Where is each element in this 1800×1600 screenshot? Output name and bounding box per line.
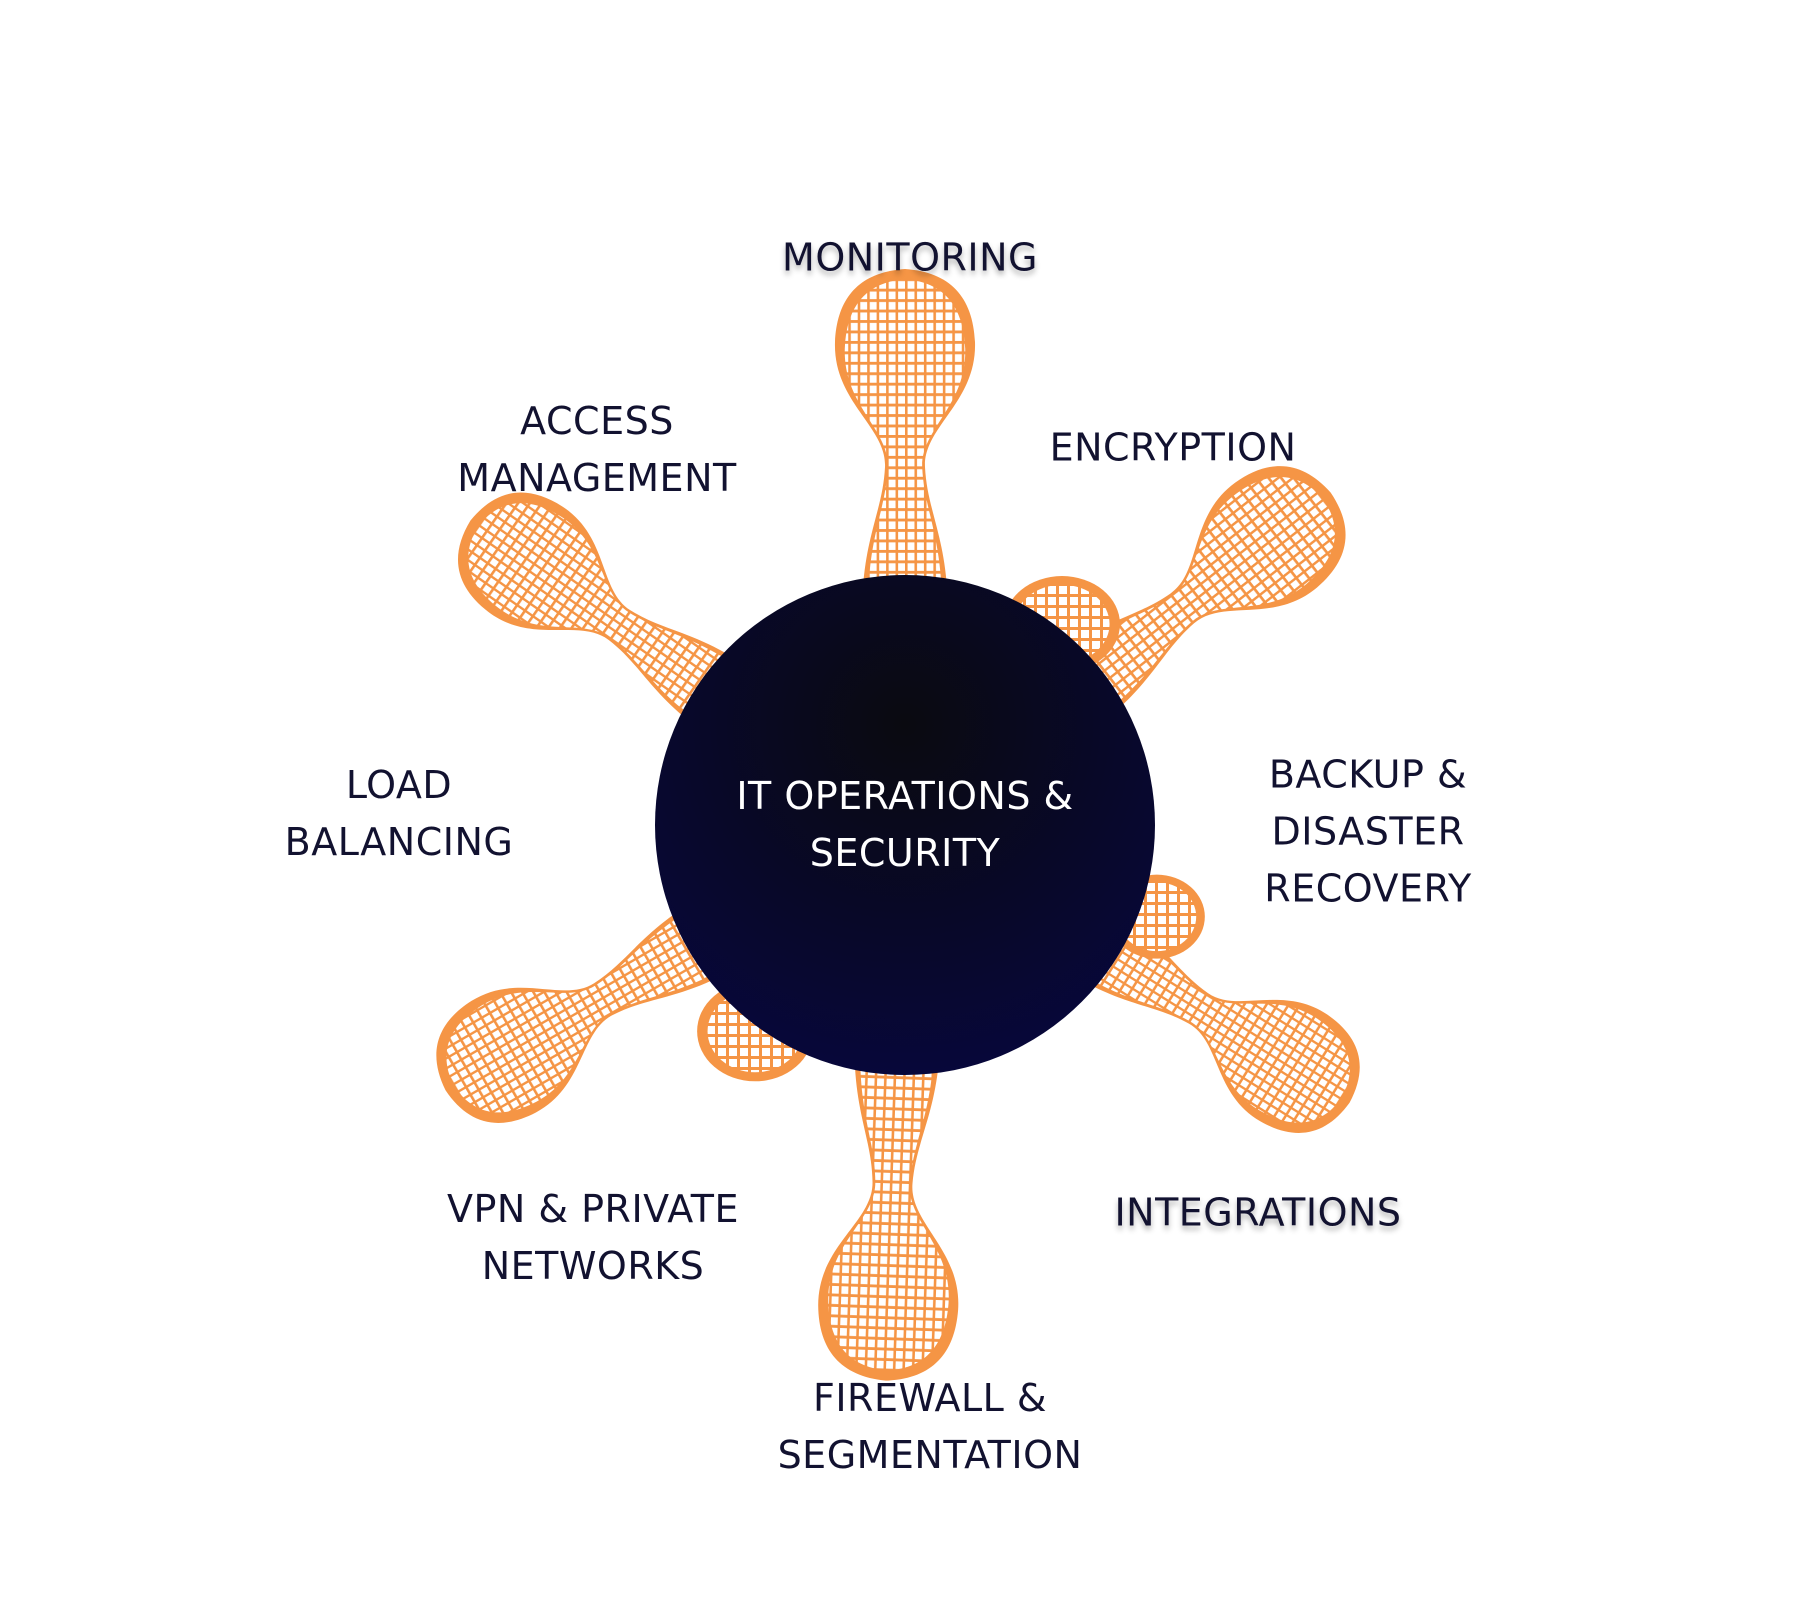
petal-bottom-mesh bbox=[828, 1067, 949, 1371]
hub-title: IT OPERATIONS & SECURITY bbox=[736, 768, 1073, 882]
petal-top-left-mesh bbox=[468, 503, 725, 713]
label-load-line-2: BALANCING bbox=[284, 820, 514, 864]
petal-top bbox=[834, 269, 976, 587]
label-firewall-line-1: FIREWALL & bbox=[812, 1376, 1048, 1420]
petal-bottom-left bbox=[436, 910, 719, 1123]
petal-top-left bbox=[458, 492, 733, 721]
petal-bottom-right bbox=[1086, 919, 1360, 1133]
hub-title-line-2: SECURITY bbox=[809, 831, 1001, 875]
label-access-line-1: ACCESS bbox=[520, 399, 674, 443]
label-vpn-line-1: VPN & PRIVATE bbox=[447, 1187, 739, 1231]
hub-title-line-1: IT OPERATIONS & bbox=[736, 774, 1074, 818]
label-firewall-segmentation: FIREWALL & SEGMENTATION bbox=[778, 1370, 1083, 1484]
label-vpn-private-networks: VPN & PRIVATE NETWORKS bbox=[447, 1181, 739, 1295]
label-firewall-line-2: SEGMENTATION bbox=[777, 1433, 1083, 1477]
label-integrations-line-1: INTEGRATIONS bbox=[1114, 1190, 1402, 1235]
petal-bottom-right-mesh bbox=[1093, 926, 1350, 1123]
label-backup-line-2: DISASTER bbox=[1271, 809, 1465, 854]
label-vpn-line-2: NETWORKS bbox=[481, 1244, 705, 1288]
petal-top-mesh bbox=[844, 279, 966, 582]
petal-bottom-left-mesh bbox=[446, 917, 711, 1113]
label-backup-line-3: RECOVERY bbox=[1264, 866, 1472, 911]
label-encryption: ENCRYPTION bbox=[1050, 420, 1297, 477]
petal-bottom bbox=[818, 1061, 959, 1381]
label-integrations: INTEGRATIONS bbox=[1114, 1185, 1401, 1242]
label-monitoring: MONITORING bbox=[782, 230, 1038, 287]
label-load-line-1: LOAD bbox=[345, 763, 453, 807]
label-load-balancing: LOAD BALANCING bbox=[285, 757, 514, 871]
hub-circle bbox=[655, 575, 1155, 1075]
label-backup-disaster-recovery: BACKUP & DISASTER RECOVERY bbox=[1264, 747, 1471, 918]
label-encryption-line-1: ENCRYPTION bbox=[1049, 425, 1297, 470]
label-backup-line-1: BACKUP & bbox=[1268, 752, 1468, 797]
label-access-line-2: MANAGEMENT bbox=[457, 456, 737, 500]
petal-top-right-mesh bbox=[1075, 477, 1335, 703]
label-access-management: ACCESS MANAGEMENT bbox=[457, 393, 736, 507]
petal-top-right bbox=[1067, 466, 1346, 710]
label-monitoring-line-1: MONITORING bbox=[782, 235, 1038, 280]
